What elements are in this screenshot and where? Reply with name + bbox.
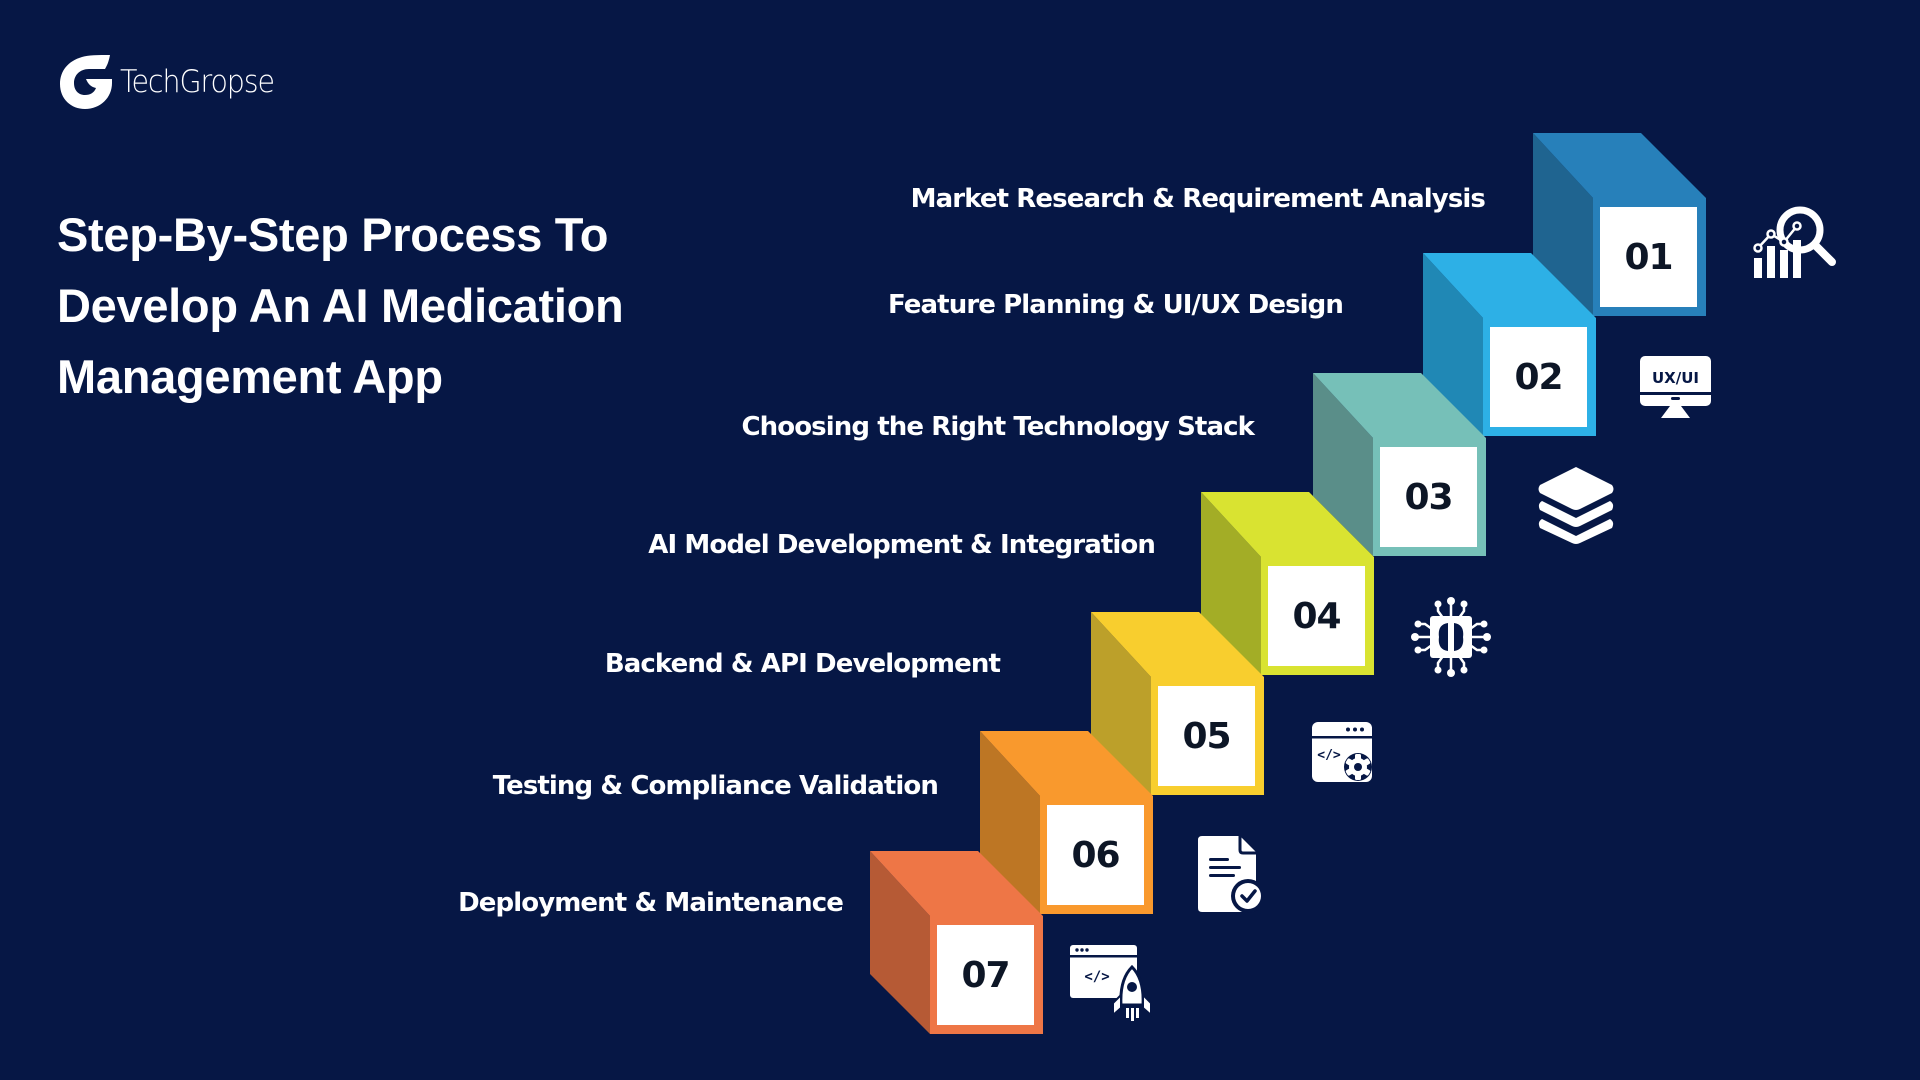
step-label-2: Feature Planning & UI/UX Design [888,290,1344,320]
document-check-icon [1198,836,1268,914]
step-number-2: 02 [1490,327,1587,427]
code-window-gear-icon: </> [1312,722,1376,786]
step-number-5: 05 [1158,686,1255,786]
brand-name: TechGropse [120,63,275,100]
svg-text:</>: </> [1084,969,1109,985]
step-block-7: 07 [870,851,1044,1035]
chart-magnifier-icon [1752,204,1836,280]
step-label-5: Backend & API Development [604,649,1001,679]
step-number-1: 01 [1600,207,1697,307]
step-block-2: 02 [1423,253,1597,437]
title-line-3: Management App [57,350,443,403]
layers-stack-icon [1536,464,1616,546]
step-number-6: 06 [1047,805,1144,905]
brand-logo: TechGropse [58,52,287,112]
step-label-4: AI Model Development & Integration [648,530,1156,560]
step-block-5: 05 [1091,612,1265,796]
title-line-1: Step-By-Step Process To [57,208,609,261]
step-label-6: Testing & Compliance Validation [492,771,939,801]
step-label-7: Deployment & Maintenance [458,888,844,918]
step-number-3: 03 [1380,447,1477,547]
svg-text:UX/UI: UX/UI [1652,369,1699,387]
g-logo-icon [60,55,112,109]
ux-ui-monitor-icon: UX/UI [1640,356,1712,420]
title-line-2: Develop An AI Medication [57,279,624,332]
step-number-4: 04 [1268,566,1365,666]
ai-chip-icon [1410,596,1492,678]
step-label-3: Choosing the Right Technology Stack [741,412,1254,442]
step-label-1: Market Research & Requirement Analysis [910,184,1486,214]
step-block-3: 03 [1313,373,1487,557]
svg-text:</>: </> [1317,748,1341,763]
step-number-7: 07 [937,925,1034,1025]
code-window-rocket-icon: </> [1070,945,1154,1027]
page-title: Step-By-Step Process To Develop An AI Me… [57,199,757,412]
